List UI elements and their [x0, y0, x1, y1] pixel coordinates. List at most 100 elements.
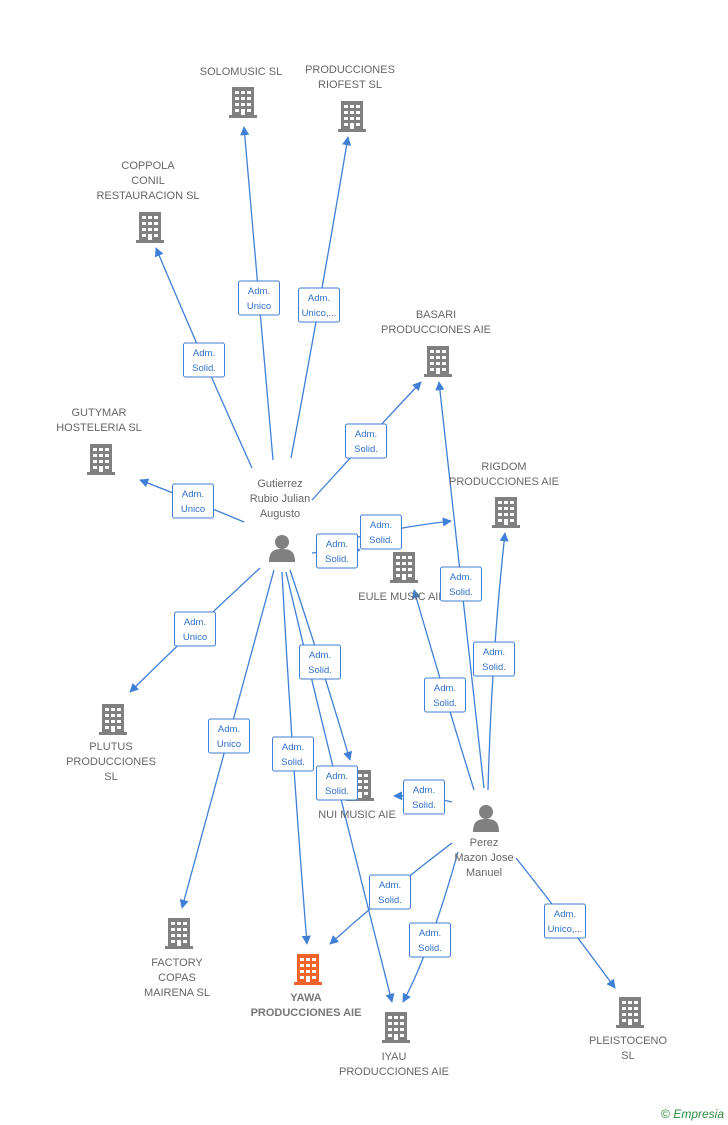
edge-label-line: Adm.	[309, 650, 331, 661]
edge-label-gutierrez-gutymar[interactable]: Adm. Unico	[172, 483, 214, 519]
edge-label-line: Solid.	[281, 757, 305, 768]
edge-label-gutierrez-nui[interactable]: Adm. Solid.	[299, 644, 341, 680]
edge-label-gutierrez-rigdom[interactable]: Adm.Solid.	[360, 514, 402, 550]
edge-label-box	[360, 514, 402, 550]
edge-label-gutierrez-yawa[interactable]: Adm. Solid.	[272, 736, 314, 772]
edge-label-box	[473, 641, 515, 677]
node-label-line: Mazon Jose	[454, 852, 513, 864]
edge-label-gutierrez-factory[interactable]: Adm.Unico	[208, 718, 250, 754]
edge-label-box	[172, 483, 214, 519]
node-label-line: SL	[621, 1050, 634, 1062]
building-icon	[165, 918, 193, 949]
node-gutymar[interactable]: GUTYMAR HOSTELERIA SL	[56, 407, 142, 475]
edge-label-box	[544, 903, 586, 939]
node-label-line: COPPOLA	[121, 160, 175, 172]
node-label-line: Gutierrez	[257, 478, 302, 490]
edge-label-line: Adm.	[413, 785, 435, 796]
edge-label-gutierrez-eule[interactable]: Adm.Solid.	[316, 533, 358, 569]
edge-label-line: Adm.	[554, 909, 576, 920]
edge-label-line: Adm.	[182, 489, 204, 500]
edge-label-line: Adm.	[370, 520, 392, 531]
building-icon	[382, 1012, 410, 1043]
node-plutus[interactable]: PLUTUS PRODUCCIONES SL	[66, 704, 156, 783]
node-pleistoceno[interactable]: PLEISTOCENO SL	[589, 997, 667, 1062]
edge-label-line: Adm.	[379, 880, 401, 891]
node-label-line: CONIL	[131, 175, 165, 187]
edge-label-box	[208, 718, 250, 754]
edge-label-perez-yawa[interactable]: Adm.Solid.	[369, 874, 411, 910]
edge-label-line: Unico,...	[548, 924, 583, 935]
edge-label-box	[316, 533, 358, 569]
node-label-line: SOLOMUSIC SL	[200, 66, 283, 78]
edge-label-perez-iyau[interactable]: Adm.Solid.	[409, 922, 451, 958]
node-label-line: RESTAURACION SL	[96, 190, 199, 202]
edge-label-perez-pleistoceno[interactable]: Adm. Unico,...	[544, 903, 586, 939]
edge-label-line: Unico	[181, 504, 205, 515]
node-label-line: PRODUCCIONES	[66, 756, 156, 768]
edge-label-line: Solid.	[354, 444, 378, 455]
edge-label-perez-nui[interactable]: Adm. Solid.	[403, 779, 445, 815]
edge-label-gutierrez-coppola[interactable]: Adm.Solid.	[183, 342, 225, 378]
node-nui[interactable]: NUI MUSIC AIE	[318, 770, 396, 821]
node-label-line: IYAU	[382, 1051, 407, 1063]
node-solomusic[interactable]: SOLOMUSIC SL	[200, 66, 283, 118]
edge-label-line: Adm.	[326, 771, 348, 782]
node-label-line: RIOFEST SL	[318, 79, 382, 91]
node-eule[interactable]: EULE MUSIC AIE	[358, 552, 446, 603]
edge-label-line: Adm.	[419, 928, 441, 939]
node-label-line: GUTYMAR	[72, 407, 127, 419]
edge-label-box	[238, 280, 280, 316]
building-icon	[99, 704, 127, 735]
edge-label-box	[183, 342, 225, 378]
edge-label-perez-eule[interactable]: Adm.Solid.	[424, 677, 466, 713]
edge-label-line: Solid.	[308, 665, 332, 676]
edge-label-perez-rigdom[interactable]: Adm. Solid.	[473, 641, 515, 677]
edge-label-perez-basari[interactable]: Adm.Solid.	[440, 566, 482, 602]
node-label-line: PLUTUS	[89, 741, 132, 753]
edge-label-box	[298, 287, 340, 323]
edge-label-line: Unico,...	[302, 308, 337, 319]
node-label-line: HOSTELERIA SL	[56, 422, 142, 434]
edge-label-gutierrez-iyau[interactable]: Adm.Solid.	[316, 765, 358, 801]
edge-label-line: Solid.	[412, 800, 436, 811]
edge-label-box	[403, 779, 445, 815]
edge-label-line: Adm.	[483, 647, 505, 658]
edge-label-line: Solid.	[325, 554, 349, 565]
building-icon	[294, 954, 322, 985]
copyright-symbol: ©	[661, 1107, 670, 1121]
edge-label-gutierrez-plutus[interactable]: Adm.Unico	[174, 611, 216, 647]
node-label-line: SL	[104, 771, 117, 783]
edge-label-box	[440, 566, 482, 602]
edge-label-line: Solid.	[482, 662, 506, 673]
person-icon	[473, 805, 499, 832]
edge-label-box	[272, 736, 314, 772]
edge-label-gutierrez-solomusic[interactable]: Adm.Unico	[238, 280, 280, 316]
footer-brand[interactable]: © Empresia	[661, 1107, 724, 1121]
node-coppola[interactable]: COPPOLA CONIL RESTAURACION SL	[96, 160, 200, 243]
node-label-line: PLEISTOCENO	[589, 1035, 667, 1047]
building-icon	[338, 101, 366, 132]
node-label-line: PRODUCCIONES AIE	[251, 1007, 362, 1019]
edge-label-line: Adm.	[184, 617, 206, 628]
building-icon	[424, 346, 452, 377]
node-label-line: RIGDOM	[481, 461, 526, 473]
edge-label-line: Adm.	[282, 742, 304, 753]
building-icon	[492, 497, 520, 528]
building-icon	[136, 212, 164, 243]
building-icon	[390, 552, 418, 583]
building-icon	[229, 87, 257, 118]
edge-label-line: Adm.	[193, 348, 215, 359]
node-label-line: Manuel	[466, 867, 502, 879]
edge-label-gutierrez-riofest[interactable]: Adm.Unico,...	[298, 287, 340, 323]
edge-label-gutierrez-basari[interactable]: Adm.Solid.	[345, 423, 387, 459]
